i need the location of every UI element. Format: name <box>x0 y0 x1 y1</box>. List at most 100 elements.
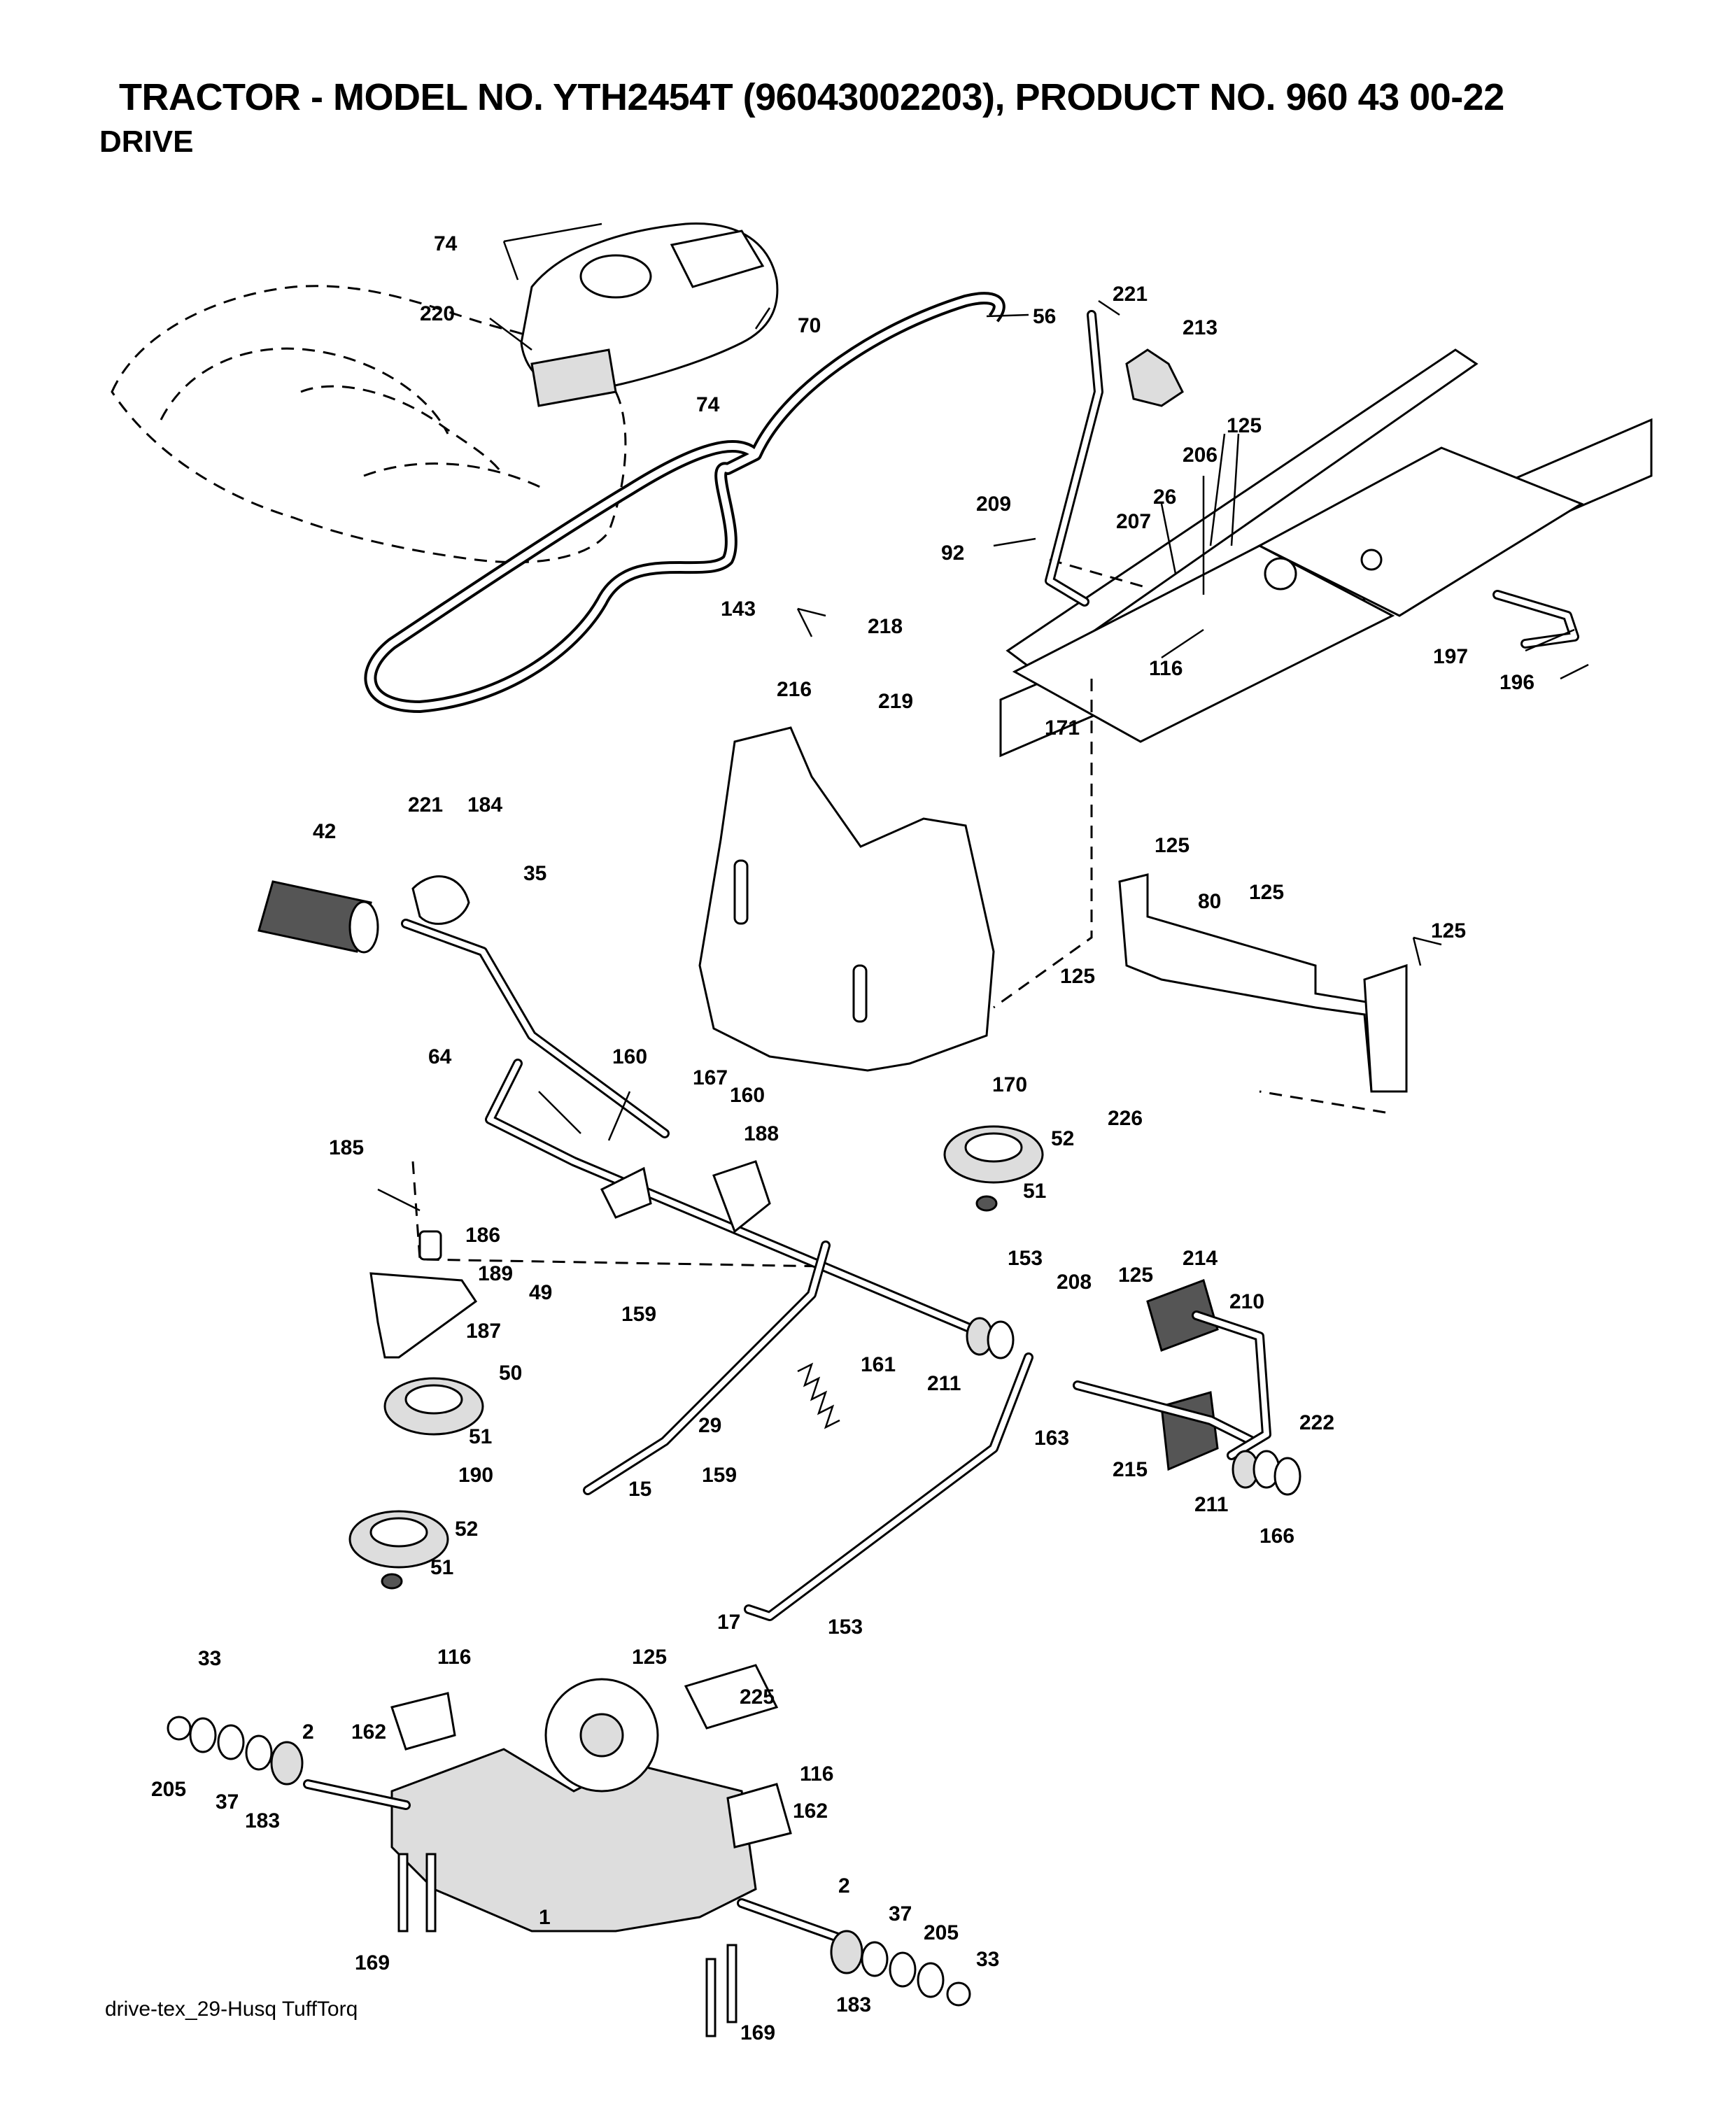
callout-51: 51 <box>430 1556 453 1579</box>
callout-51: 51 <box>469 1425 492 1448</box>
rod-197 <box>1492 590 1579 649</box>
callout-159: 159 <box>621 1303 656 1326</box>
spring-161 <box>797 1362 840 1429</box>
callout-161: 161 <box>861 1353 896 1376</box>
callout-125: 125 <box>1227 414 1262 437</box>
pedal-shaft-64 <box>485 1059 978 1334</box>
callout-160: 160 <box>730 1084 765 1107</box>
rod-29 <box>583 1241 831 1495</box>
callout-211: 211 <box>927 1372 961 1395</box>
callout-37: 37 <box>889 1902 912 1925</box>
callout-116: 116 <box>437 1646 471 1669</box>
callout-167: 167 <box>693 1066 728 1089</box>
callout-186: 186 <box>465 1224 500 1247</box>
callout-125: 125 <box>1118 1264 1153 1287</box>
callout-125: 125 <box>1060 965 1095 988</box>
callout-170: 170 <box>992 1073 1027 1096</box>
callout-209: 209 <box>976 493 1011 516</box>
knob-213 <box>1125 348 1184 407</box>
callout-208: 208 <box>1057 1271 1092 1294</box>
front-bracket <box>698 726 995 1072</box>
knob-184 <box>411 875 470 925</box>
callout-labels: 74 221 213 220 70 56 74 125 206 209 26 2… <box>151 232 1534 2044</box>
callout-52: 52 <box>1051 1127 1074 1150</box>
rod-35 <box>401 919 670 1138</box>
callout-220: 220 <box>420 302 455 325</box>
pulley-52-upper <box>943 1125 1044 1212</box>
callout-50: 50 <box>499 1362 522 1385</box>
callout-218: 218 <box>868 615 903 638</box>
callout-188: 188 <box>744 1122 779 1145</box>
transaxle <box>303 1664 845 1943</box>
callout-197: 197 <box>1433 645 1468 668</box>
chassis-frame <box>999 348 1653 758</box>
callout-52: 52 <box>455 1518 478 1541</box>
bracket-80 <box>1118 873 1408 1093</box>
callout-169: 169 <box>740 2021 775 2044</box>
dash-cover-70 <box>520 222 779 407</box>
callout-116: 116 <box>800 1762 833 1786</box>
pulley-52-lower <box>348 1510 449 1590</box>
callout-205: 205 <box>151 1778 186 1801</box>
callout-183: 183 <box>245 1809 280 1832</box>
callout-184: 184 <box>467 793 502 817</box>
callout-64: 64 <box>428 1045 452 1068</box>
callout-26: 26 <box>1153 486 1176 509</box>
callout-160: 160 <box>612 1045 647 1068</box>
callout-211: 211 <box>1194 1493 1228 1516</box>
callout-29: 29 <box>698 1414 721 1437</box>
assembly-dash-lines <box>411 558 1386 1268</box>
callout-56: 56 <box>1033 305 1056 328</box>
callout-166: 166 <box>1259 1525 1294 1548</box>
callout-196: 196 <box>1499 671 1534 694</box>
callout-49: 49 <box>529 1281 552 1304</box>
callout-162: 162 <box>793 1800 828 1823</box>
callout-221: 221 <box>1113 283 1148 306</box>
grip-42 <box>257 880 379 954</box>
callout-116: 116 <box>1149 657 1183 680</box>
callout-92: 92 <box>941 542 964 565</box>
callout-171: 171 <box>1045 716 1080 740</box>
section-subtitle: DRIVE <box>99 125 194 159</box>
idler-arm-189 <box>369 1230 478 1359</box>
callout-37: 37 <box>216 1790 239 1814</box>
bolts-169 <box>397 1853 738 2037</box>
callout-189: 189 <box>478 1262 513 1285</box>
callout-2: 2 <box>302 1720 314 1744</box>
callout-225: 225 <box>740 1686 775 1709</box>
callout-51: 51 <box>1023 1180 1046 1203</box>
drive-belt-56 <box>364 292 1005 713</box>
callout-221: 221 <box>408 793 443 817</box>
callout-17: 17 <box>717 1611 740 1634</box>
diagram-code: drive-tex_29-Husq TuffTorq <box>105 1998 358 2021</box>
page-title: TRACTOR - MODEL NO. YTH2454T (9604300220… <box>119 76 1504 118</box>
callout-159: 159 <box>702 1464 737 1487</box>
callout-15: 15 <box>628 1478 651 1501</box>
callout-213: 213 <box>1183 316 1218 339</box>
callout-35: 35 <box>523 862 546 885</box>
callout-2: 2 <box>838 1874 850 1898</box>
callout-163: 163 <box>1034 1427 1069 1450</box>
callout-187: 187 <box>466 1320 501 1343</box>
left-axle-hardware <box>167 1716 304 1786</box>
pedal-assembly <box>966 1279 1301 1496</box>
right-axle-hardware <box>830 1930 971 2007</box>
callout-125: 125 <box>1431 919 1466 942</box>
callout-125: 125 <box>632 1646 667 1669</box>
callout-214: 214 <box>1183 1247 1218 1270</box>
pulley-50 <box>383 1377 484 1436</box>
callout-219: 219 <box>878 690 913 713</box>
leader-lines <box>377 222 1589 1212</box>
rod-163 <box>744 1352 1033 1621</box>
callout-33: 33 <box>976 1948 999 1971</box>
callout-222: 222 <box>1299 1411 1334 1434</box>
callout-80: 80 <box>1198 890 1221 913</box>
callout-74: 74 <box>696 393 720 416</box>
callout-162: 162 <box>351 1720 386 1744</box>
callout-153: 153 <box>828 1616 863 1639</box>
callout-205: 205 <box>924 1921 959 1944</box>
rod-209 <box>1045 310 1103 607</box>
bracket-188 <box>600 1160 771 1234</box>
callout-226: 226 <box>1108 1107 1143 1130</box>
